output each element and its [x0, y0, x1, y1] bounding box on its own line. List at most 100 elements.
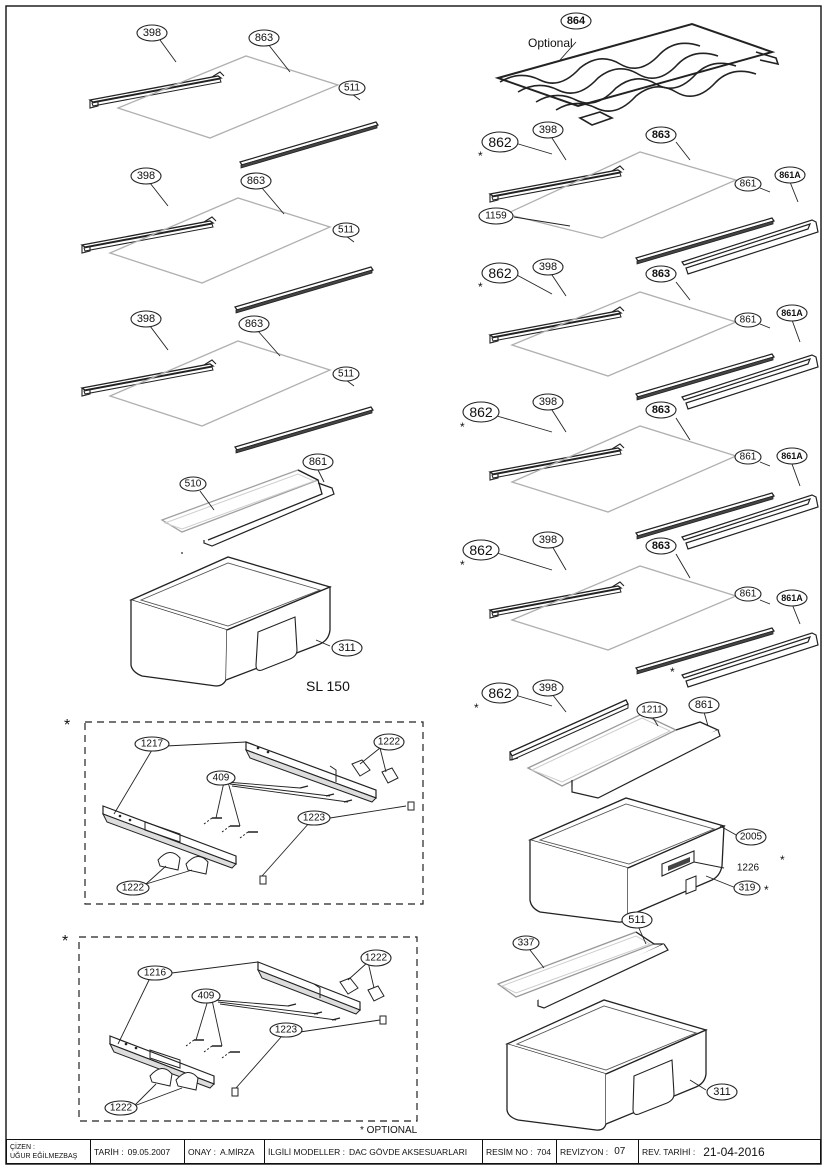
- callout-1222: 1222: [122, 883, 145, 894]
- callout-2005: 2005: [740, 832, 763, 843]
- drawing-number-label: RESİM NO :: [486, 1146, 533, 1157]
- callout-1222: 1222: [378, 737, 401, 748]
- approval-cell: ONAY : A.MİRZA: [185, 1140, 265, 1163]
- models-value: DAC GÖVDE AKSESUARLARI: [349, 1146, 468, 1157]
- revision-date-value: 21-04-2016: [703, 1144, 765, 1159]
- drawing-number-value: 704: [536, 1146, 551, 1157]
- callout-1216: 1216: [144, 968, 167, 979]
- revision-date-cell: REV. TARİHİ : 21-04-2016: [639, 1140, 820, 1163]
- revision-cell: REVİZYON : 07: [557, 1140, 639, 1163]
- callout-1159: 1159: [485, 211, 507, 222]
- crisper-drawer-right-lower: [505, 999, 708, 1131]
- asterisk-mark: *: [460, 420, 465, 434]
- shelf-assembly-left-1: [89, 55, 379, 169]
- callout-861a: 861A: [781, 451, 803, 461]
- callout-1223: 1223: [275, 1025, 298, 1036]
- callout-861: 861: [740, 452, 757, 463]
- revision-label: REVİZYON :: [560, 1146, 609, 1157]
- callout-861: 861: [695, 699, 713, 711]
- callout-863: 863: [652, 129, 670, 141]
- asterisk-mark: *: [474, 701, 479, 715]
- callout-862: 862: [488, 265, 512, 281]
- asterisk-mark: *: [478, 280, 483, 294]
- callout-861a: 861A: [781, 308, 803, 318]
- crisper-cover-right: [496, 931, 669, 1009]
- title-block: ÇİZEN : UĞUR EĞİLMEZBAŞ TARİH : 09.05.20…: [6, 1139, 821, 1164]
- callout-863: 863: [255, 32, 273, 44]
- asterisk-mark: *: [670, 665, 675, 679]
- models-cell: İLGİLİ MODELLER : DAC GÖVDE AKSESUARLARI: [265, 1140, 483, 1163]
- asterisk-mark: *: [780, 853, 785, 867]
- callout-861: 861: [740, 589, 757, 600]
- callout-511: 511: [628, 914, 646, 926]
- models-label: İLGİLİ MODELLER :: [268, 1146, 345, 1157]
- callout-1211: 1211: [641, 705, 663, 716]
- callout-1222: 1222: [365, 953, 388, 964]
- wine-rack-optional: [494, 22, 780, 126]
- drawn-by-label: ÇİZEN :: [10, 1143, 35, 1151]
- callout-511: 511: [338, 369, 354, 380]
- callout-311: 311: [713, 1086, 731, 1098]
- shelf-assembly-right-4: [489, 565, 819, 688]
- asterisk-mark: *: [460, 558, 465, 572]
- callout-861: 861: [740, 179, 757, 190]
- callout-1226: 1226: [737, 863, 760, 874]
- asterisk-mark: *: [478, 149, 483, 163]
- callout-337: 337: [518, 938, 535, 949]
- callout-398: 398: [539, 261, 557, 273]
- callout-863: 863: [652, 268, 670, 280]
- callout-863: 863: [245, 318, 263, 330]
- callout-409: 409: [213, 773, 230, 784]
- drawn-by-value: UĞUR EĞİLMEZBAŞ: [10, 1152, 78, 1160]
- callout-864: 864: [567, 15, 586, 27]
- approval-label: ONAY :: [188, 1146, 217, 1157]
- drawing-frame: [5, 5, 822, 1165]
- callout-409: 409: [198, 991, 215, 1002]
- optional-label: Optional: [528, 36, 573, 50]
- crisper-drawer-right: [528, 797, 726, 923]
- callout-398: 398: [539, 682, 557, 694]
- callout-1223: 1223: [303, 813, 326, 824]
- model-name-label: SL 150: [306, 678, 350, 694]
- callout-510: 510: [185, 479, 202, 490]
- asterisk-mark: *: [62, 933, 68, 950]
- shelf-assembly-right-3: [489, 425, 819, 550]
- callout-398: 398: [539, 534, 557, 546]
- callout-511: 511: [338, 225, 354, 236]
- callout-861: 861: [309, 456, 327, 468]
- slide-kit-box-2: [78, 936, 418, 1122]
- revision-date-label: REV. TARİHİ :: [642, 1146, 696, 1157]
- crisper-cover-left: [160, 469, 335, 554]
- callout-511: 511: [344, 83, 360, 94]
- callout-863: 863: [247, 175, 265, 187]
- shelf-assembly-left-3: [81, 340, 374, 454]
- drawn-by-cell: ÇİZEN : UĞUR EĞİLMEZBAŞ: [7, 1140, 91, 1163]
- approval-value: A.MİRZA: [220, 1146, 255, 1157]
- callout-1222: 1222: [110, 1103, 133, 1114]
- callout-398: 398: [137, 170, 155, 182]
- date-value: 09.05.2007: [127, 1146, 171, 1157]
- optional-note: * OPTIONAL: [360, 1125, 418, 1136]
- callout-311: 311: [338, 642, 356, 654]
- shelf-assembly-left-2: [81, 197, 374, 314]
- callout-862: 862: [469, 404, 493, 420]
- callout-398: 398: [539, 124, 557, 136]
- shelf-assembly-right-5: [509, 699, 721, 799]
- callout-398: 398: [539, 396, 557, 408]
- telescopic-slide-kit-2: [108, 961, 387, 1097]
- callout-861a: 861A: [779, 170, 801, 180]
- callout-862: 862: [469, 542, 493, 558]
- callout-398: 398: [143, 27, 161, 39]
- revision-value: 07: [614, 1146, 626, 1157]
- callout-398: 398: [137, 313, 155, 325]
- shelf-assembly-right-1: [489, 151, 819, 275]
- shelf-assembly-right-2: [489, 291, 819, 410]
- leader-lines: [113, 39, 801, 1107]
- telescopic-slide-kit-1: [101, 741, 415, 885]
- drawing-number-cell: RESİM NO : 704: [483, 1140, 557, 1163]
- callout-319: 319: [739, 883, 756, 894]
- callout-863: 863: [652, 540, 670, 552]
- callout-balloons: [104, 12, 808, 1116]
